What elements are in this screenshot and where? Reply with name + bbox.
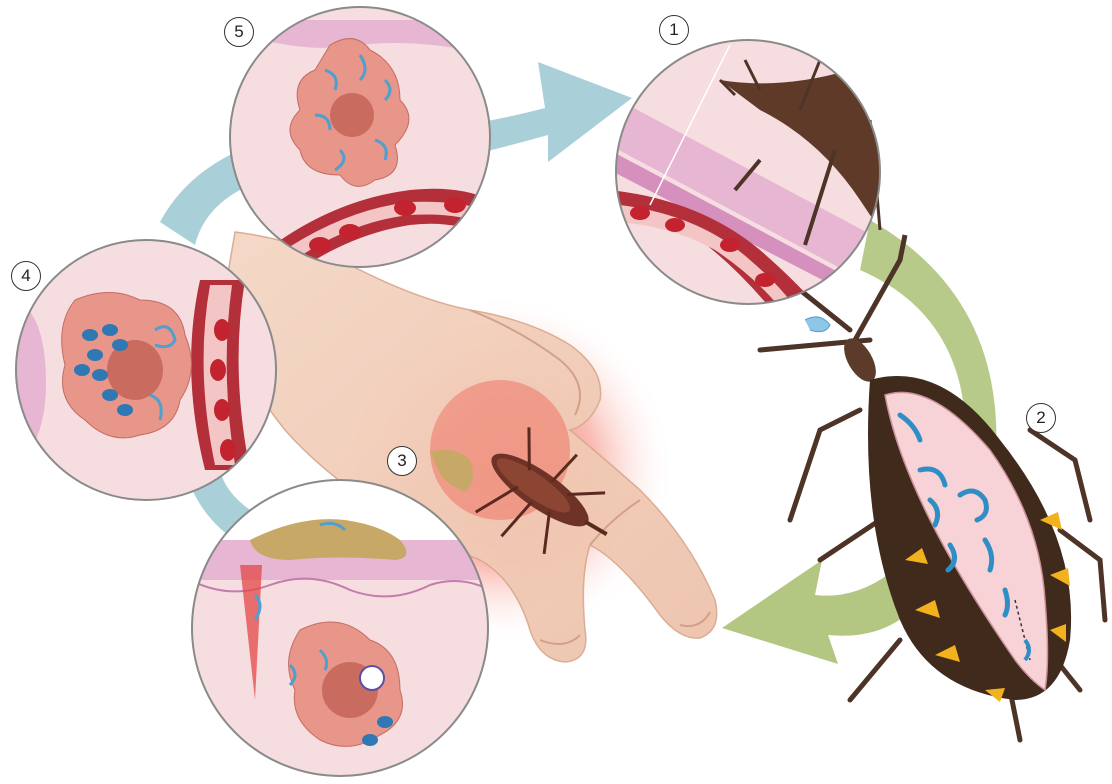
panel-step-1-bite [600, 40, 900, 320]
step-badge-2: 2 [1026, 403, 1056, 433]
step-badge-3: 3 [387, 446, 417, 476]
step-badge-1: 1 [659, 15, 689, 45]
step-badge-4: 4 [11, 261, 41, 291]
step-badge-5: 5 [224, 17, 254, 47]
green-arrow-bottom [722, 560, 912, 664]
panel-step-4-amastigotes [15, 240, 280, 505]
panel-entry-through-skin [190, 480, 490, 779]
